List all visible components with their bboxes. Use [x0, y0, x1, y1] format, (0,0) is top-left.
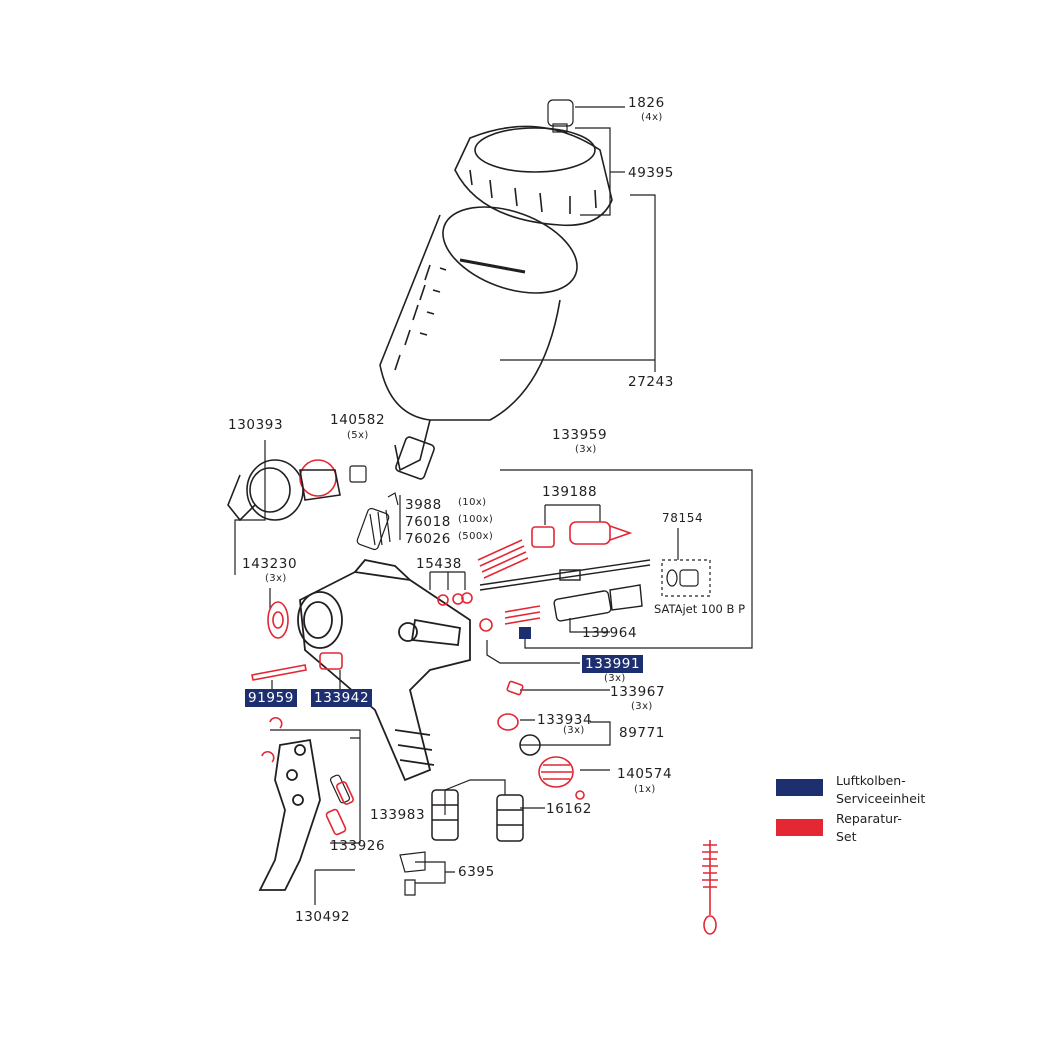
leader-133959-box	[500, 469, 753, 649]
leader-133926	[270, 729, 361, 844]
seal-icon	[666, 569, 699, 587]
part-133967-qty: (3x)	[631, 701, 653, 712]
legend-service-line2: Serviceeinheit	[836, 791, 926, 806]
legend-service-line1: Luftkolben-	[836, 773, 906, 788]
part-76018-label: 76018	[405, 514, 451, 530]
legend-repair-line1: Reparatur-	[836, 811, 902, 826]
part-133991-qty: (3x)	[604, 673, 626, 684]
part-91959-label: 91959	[245, 689, 297, 707]
part-76026-qty: (500x)	[458, 531, 494, 542]
cleaning-brush-icon	[702, 840, 718, 935]
leader-133991	[486, 640, 580, 664]
leader-1826	[575, 106, 625, 216]
bushing-133942-icon	[319, 652, 343, 670]
part-140574-label: 140574	[617, 766, 673, 782]
part-143230-label: 143230	[242, 556, 298, 572]
spray-gun-body-icon	[297, 559, 471, 782]
part-3988-label: 3988	[405, 497, 442, 513]
air-cap-icon	[227, 459, 341, 522]
trigger-clip-icon	[261, 716, 283, 763]
screw-133967-icon	[506, 680, 524, 696]
part-133967-label: 133967	[610, 684, 666, 700]
part-89771-label: 89771	[619, 725, 665, 741]
part-3988-qty: (10x)	[458, 497, 487, 508]
packing-icon	[531, 521, 633, 548]
clip-icon	[399, 851, 426, 896]
part-130492-label: 130492	[295, 909, 351, 925]
leader-6395	[415, 861, 455, 884]
nozzle-insert-icon	[349, 465, 367, 483]
part-133991-label: 133991	[582, 655, 644, 673]
leader-15438	[429, 571, 466, 590]
part-27243-label: 27243	[628, 374, 674, 390]
knob-140574-icon	[538, 756, 585, 800]
part-49395-label: 49395	[628, 165, 674, 181]
pin-91959-icon	[251, 664, 307, 681]
air-connector-icon	[431, 734, 541, 842]
leader-139188	[544, 504, 601, 525]
part-133959-label: 133959	[552, 427, 608, 443]
legend-swatch-service	[776, 779, 823, 796]
leader-133983	[444, 779, 506, 815]
part-1826-label: 1826	[628, 95, 665, 111]
leader-133934	[520, 719, 611, 746]
legend-service-label: Luftkolben- Serviceeinheit	[836, 772, 925, 808]
part-140582-label: 140582	[330, 412, 386, 428]
trigger-pin-icon	[329, 774, 351, 804]
pin-133926-icon	[325, 781, 354, 836]
part-78154-label: 78154	[662, 511, 704, 525]
part-133942-label: 133942	[311, 689, 373, 707]
leader-27243	[500, 194, 656, 372]
legend-swatch-repair	[776, 819, 823, 836]
part-1826-qty: (4x)	[641, 112, 663, 123]
trigger-icon	[258, 738, 321, 891]
leader-130393	[234, 440, 266, 575]
part-133983-label: 133983	[370, 807, 426, 823]
part-139188-label: 139188	[542, 484, 598, 500]
cup-lid-icon	[454, 125, 613, 227]
air-distributor-icon	[267, 601, 289, 639]
part-130393-label: 130393	[228, 417, 284, 433]
part-76026-label: 76026	[405, 531, 451, 547]
part-143230-qty: (3x)	[265, 573, 287, 584]
spring-icon	[477, 539, 529, 579]
satajet-model-label: SATAjet 100 B P	[654, 602, 746, 616]
red-spring-2-icon	[504, 605, 541, 625]
part-140574-qty: (1x)	[634, 784, 656, 795]
service-marker	[519, 627, 531, 639]
cup-vent-cap-icon	[547, 99, 574, 133]
legend-repair-line2: Set	[836, 829, 857, 844]
part-140582-qty: (5x)	[347, 430, 369, 441]
part-16162-label: 16162	[546, 801, 592, 817]
part-76018-qty: (100x)	[458, 514, 494, 525]
part-15438-label: 15438	[416, 556, 462, 572]
leader-130492	[314, 869, 355, 905]
needle-icon	[479, 559, 651, 591]
leader-139964	[569, 618, 610, 633]
part-133934-label: 133934	[537, 712, 593, 728]
strainer-icon	[356, 492, 399, 551]
part-133926-label: 133926	[330, 838, 386, 854]
gravity-cup-icon	[379, 206, 578, 480]
piston-assembly-icon	[553, 584, 643, 622]
legend-repair-label: Reparatur- Set	[836, 810, 902, 846]
part-133934-qty: (3x)	[563, 725, 585, 736]
o-ring-icon	[437, 592, 519, 731]
satajet-dashed-box	[661, 559, 711, 597]
part-139964-label: 139964	[582, 625, 638, 641]
part-133959-qty: (3x)	[575, 444, 597, 455]
part-6395-label: 6395	[458, 864, 495, 880]
